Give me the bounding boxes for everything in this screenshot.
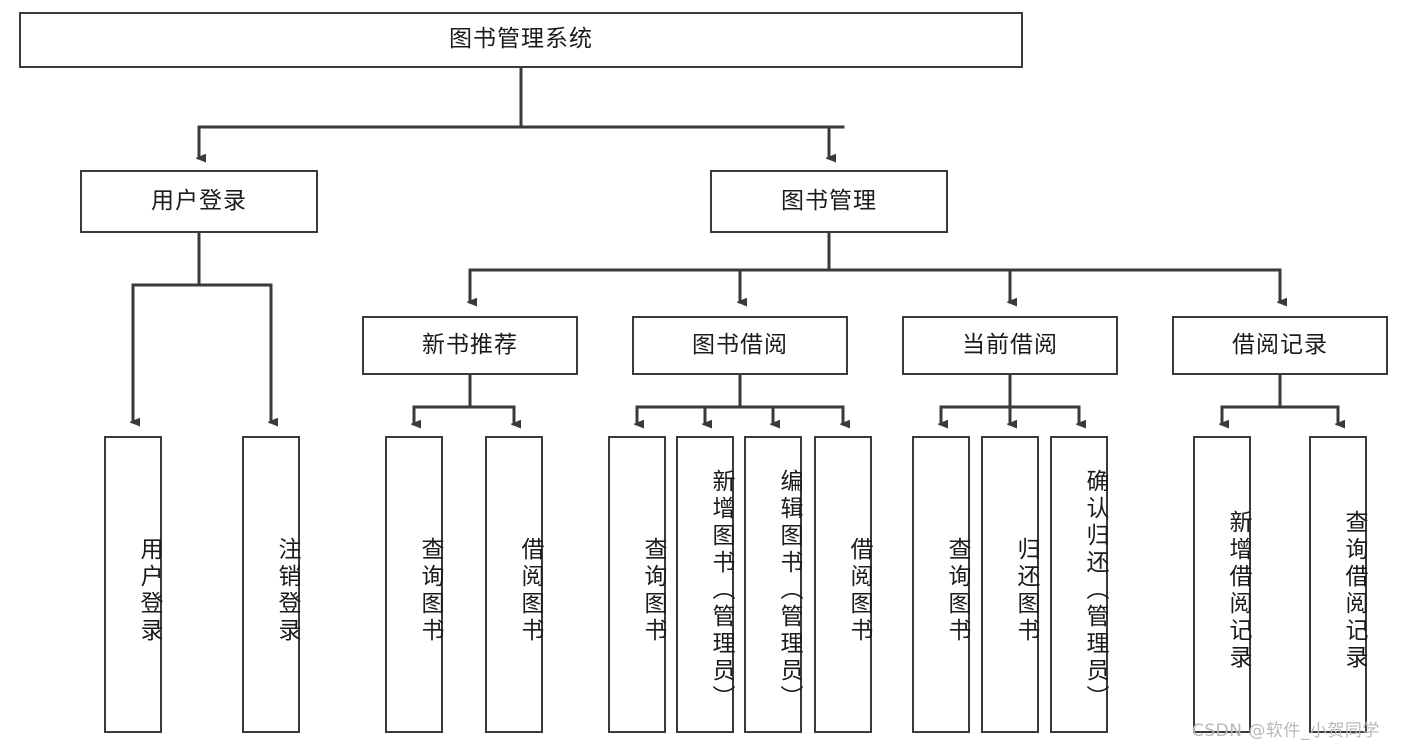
leaf-recommend-query-book[interactable]: 查询图书 — [385, 436, 443, 733]
node-label: 注销登录 — [274, 536, 300, 645]
node-label: 用户登录 — [136, 536, 162, 645]
node-book-borrow[interactable]: 图书借阅 — [632, 316, 848, 375]
leaf-current-confirm-return-admin[interactable]: 确认归还（管理员） — [1050, 436, 1108, 733]
leaf-user-login-logout[interactable]: 注销登录 — [242, 436, 300, 733]
leaf-borrow-add-book-admin[interactable]: 新增图书（管理员） — [676, 436, 734, 733]
node-label: 确认归还（管理员） — [1082, 469, 1108, 712]
node-label: 归还图书 — [1013, 536, 1039, 645]
node-root-library-system[interactable]: 图书管理系统 — [19, 12, 1023, 68]
node-label: 借阅记录 — [1232, 331, 1328, 358]
node-label: 查询图书 — [640, 536, 666, 645]
leaf-current-query-book[interactable]: 查询图书 — [912, 436, 970, 733]
leaf-borrow-borrow-book[interactable]: 借阅图书 — [814, 436, 872, 733]
node-label: 借阅图书 — [517, 536, 543, 645]
node-label: 查询借阅记录 — [1341, 509, 1367, 672]
node-label: 图书借阅 — [692, 331, 788, 358]
leaf-records-add-record[interactable]: 新增借阅记录 — [1193, 436, 1251, 733]
node-new-book-recommend[interactable]: 新书推荐 — [362, 316, 578, 375]
node-user-login[interactable]: 用户登录 — [80, 170, 318, 233]
node-label: 当前借阅 — [962, 331, 1058, 358]
node-book-management[interactable]: 图书管理 — [710, 170, 948, 233]
leaf-borrow-edit-book-admin[interactable]: 编辑图书（管理员） — [744, 436, 802, 733]
leaf-user-login-login[interactable]: 用户登录 — [104, 436, 162, 733]
node-label: 借阅图书 — [846, 536, 872, 645]
node-label: 编辑图书（管理员） — [776, 469, 802, 712]
leaf-recommend-borrow-book[interactable]: 借阅图书 — [485, 436, 543, 733]
leaf-borrow-query-book[interactable]: 查询图书 — [608, 436, 666, 733]
node-label: 新增借阅记录 — [1225, 509, 1251, 672]
node-label: 新增图书（管理员） — [708, 469, 734, 712]
leaf-current-return-book[interactable]: 归还图书 — [981, 436, 1039, 733]
node-label: 查询图书 — [944, 536, 970, 645]
node-label: 图书管理系统 — [449, 26, 593, 53]
node-label: 用户登录 — [151, 187, 247, 214]
watermark: CSDN @软件_小贺同学 — [1192, 721, 1380, 741]
node-label: 查询图书 — [417, 536, 443, 645]
node-label: 图书管理 — [781, 187, 877, 214]
node-borrow-records[interactable]: 借阅记录 — [1172, 316, 1388, 375]
node-label: 新书推荐 — [422, 331, 518, 358]
leaf-records-query-record[interactable]: 查询借阅记录 — [1309, 436, 1367, 733]
node-current-borrow[interactable]: 当前借阅 — [902, 316, 1118, 375]
